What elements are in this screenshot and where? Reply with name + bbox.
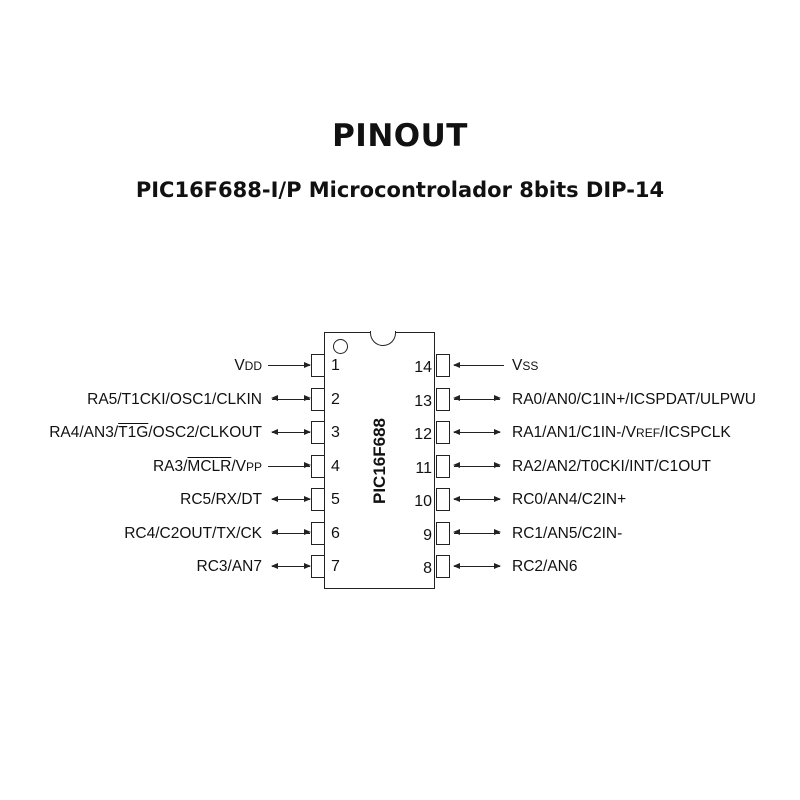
pin-label-3: RA4/AN3/T1G/OSC2/CLKOUT — [49, 424, 262, 441]
bidirectional-arrow-icon — [453, 562, 501, 569]
pin-box-4 — [311, 454, 325, 478]
input-arrow-icon — [268, 361, 311, 368]
pin-box-5 — [311, 488, 325, 511]
pin-number-6: 6 — [331, 524, 340, 542]
pin-number-7: 7 — [331, 558, 340, 575]
pin-number-10: 10 — [414, 493, 432, 510]
pin-box-8 — [436, 555, 450, 578]
chip-part-number: PIC16F688 — [369, 417, 389, 504]
pin-number-14: 14 — [414, 359, 432, 376]
pin-box-2 — [311, 387, 325, 411]
pin-number-3: 3 — [331, 424, 340, 441]
pin-box-12 — [436, 421, 450, 444]
pin-number-8: 8 — [423, 560, 432, 577]
pin-box-9 — [436, 521, 450, 545]
pin-box-10 — [436, 488, 450, 511]
pin-number-5: 5 — [331, 491, 340, 508]
bidirectional-arrow-icon — [271, 395, 311, 401]
pin-box-14 — [436, 354, 450, 377]
bidirectional-arrow-icon — [271, 562, 311, 569]
pin-label-11: RA2/AN2/T0CKI/INT/C1OUT — [512, 457, 711, 475]
pin-label-12: RA1/AN1/C1IN-/VREF/ICSPCLK — [512, 424, 731, 441]
pin1-notch-icon — [370, 331, 396, 346]
bidirectional-arrow-icon — [453, 395, 501, 401]
bidirectional-arrow-icon — [271, 428, 311, 435]
pin-label-13: RA0/AN0/C1IN+/ICSPDAT/ULPWU — [512, 390, 756, 408]
pin-box-6 — [311, 521, 325, 545]
pin-label-14: VSS — [512, 357, 539, 374]
chip-body: PIC16F688 — [324, 331, 435, 589]
pin-box-7 — [311, 555, 325, 578]
pin-label-9: RC1/AN5/C2IN- — [512, 524, 623, 542]
pin-number-12: 12 — [414, 426, 432, 443]
pin-number-9: 9 — [423, 526, 432, 544]
pin-number-13: 13 — [414, 392, 432, 410]
input-arrow-icon — [268, 462, 311, 468]
pin-box-1 — [311, 354, 325, 377]
pin-number-2: 2 — [331, 390, 340, 408]
bidirectional-arrow-icon — [271, 529, 311, 535]
pin-number-1: 1 — [331, 357, 340, 374]
page-subtitle: PIC16F688-I/P Microcontrolador 8bits DIP… — [135, 178, 665, 202]
pin-box-11 — [436, 454, 450, 478]
pin-label-6: RC4/C2OUT/TX/CK — [124, 524, 262, 542]
bidirectional-arrow-icon — [453, 462, 501, 468]
pin1-dot-icon — [333, 339, 348, 354]
pin-label-4: RA3/MCLR/VPP — [152, 457, 262, 475]
bidirectional-arrow-icon — [453, 529, 501, 535]
pin-number-11: 11 — [415, 459, 432, 477]
pin-label-10: RC0/AN4/C2IN+ — [512, 491, 627, 508]
pin-box-13 — [436, 387, 450, 411]
bidirectional-arrow-icon — [453, 428, 501, 435]
page-title: PINOUT — [332, 118, 468, 154]
pin-label-5: RC5/RX/DT — [180, 491, 262, 508]
output-arrow-icon — [453, 361, 504, 368]
bidirectional-arrow-icon — [271, 495, 311, 502]
pin-label-1: VDD — [234, 357, 262, 374]
pin-label-7: RC3/AN7 — [196, 558, 262, 575]
pin-label-2: RA5/T1CKI/OSC1/CLKIN — [87, 390, 262, 408]
pin-label-8: RC2/AN6 — [512, 558, 578, 575]
pin-box-3 — [311, 421, 325, 444]
pin-number-4: 4 — [331, 457, 340, 475]
bidirectional-arrow-icon — [453, 495, 501, 502]
